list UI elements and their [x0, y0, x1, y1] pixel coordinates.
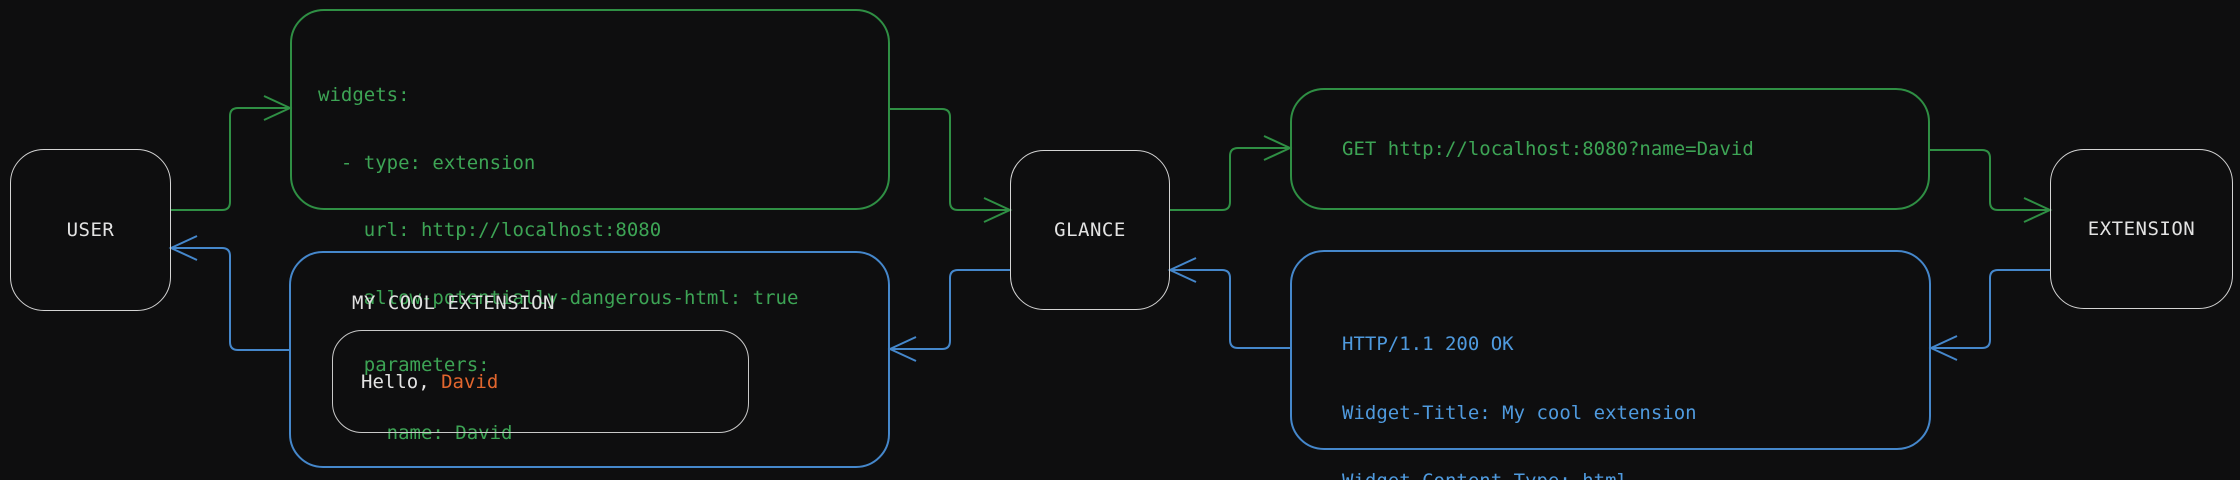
- glance-node: GLANCE: [1010, 150, 1170, 310]
- yaml-config-box: widgets: - type: extension url: http://l…: [290, 9, 890, 444]
- widget-title: MY COOL EXTENSION: [352, 292, 555, 314]
- arrow-extension-to-response-head: [1928, 335, 1958, 361]
- arrow-glance-to-widget: [890, 269, 1010, 350]
- arrow-glance-to-widget-head: [887, 336, 917, 362]
- arrow-glance-to-request: [1170, 147, 1290, 211]
- rendered-widget-box: MY COOL EXTENSION Hello, David: [289, 251, 890, 468]
- http-response-line: Widget-Content-Type: html: [1342, 469, 1919, 480]
- arrow-user-to-config: [171, 107, 290, 211]
- yaml-config-line: allow-potentially-dangerous-html: true: [318, 286, 799, 309]
- yaml-config-line: - type: extension: [318, 151, 536, 174]
- arrow-extension-to-response: [1931, 269, 2050, 349]
- widget-greeting-box: Hello, David: [332, 330, 749, 433]
- greeting-name: David: [441, 370, 499, 393]
- arrow-config-to-glance: [890, 108, 1010, 211]
- extension-node: EXTENSION: [2050, 149, 2233, 309]
- http-response-box: HTTP/1.1 200 OK Widget-Title: My cool ex…: [1290, 250, 1931, 480]
- http-response-line: HTTP/1.1 200 OK: [1342, 333, 1514, 355]
- arrow-request-to-extension: [1930, 149, 2050, 211]
- arrow-response-to-glance: [1170, 269, 1290, 349]
- arrow-widget-to-user: [171, 247, 289, 351]
- yaml-config-line: url: http://localhost:8080: [318, 219, 662, 241]
- http-request-text: GET http://localhost:8080?name=David: [1342, 138, 1754, 160]
- yaml-config-line: widgets:: [318, 84, 410, 106]
- arrow-response-to-glance-head: [1167, 257, 1197, 283]
- arrow-widget-to-user-head: [168, 235, 198, 261]
- http-response-line: Widget-Title: My cool extension: [1342, 401, 1697, 424]
- yaml-config-line: parameters:: [318, 354, 490, 376]
- greeting-prefix: Hello,: [361, 370, 442, 393]
- extension-node-label: EXTENSION: [2087, 218, 2196, 240]
- http-request-box: GET http://localhost:8080?name=David: [1290, 88, 1930, 210]
- user-node: USER: [10, 149, 171, 311]
- glance-node-label: GLANCE: [1054, 219, 1126, 241]
- user-node-label: USER: [66, 219, 115, 241]
